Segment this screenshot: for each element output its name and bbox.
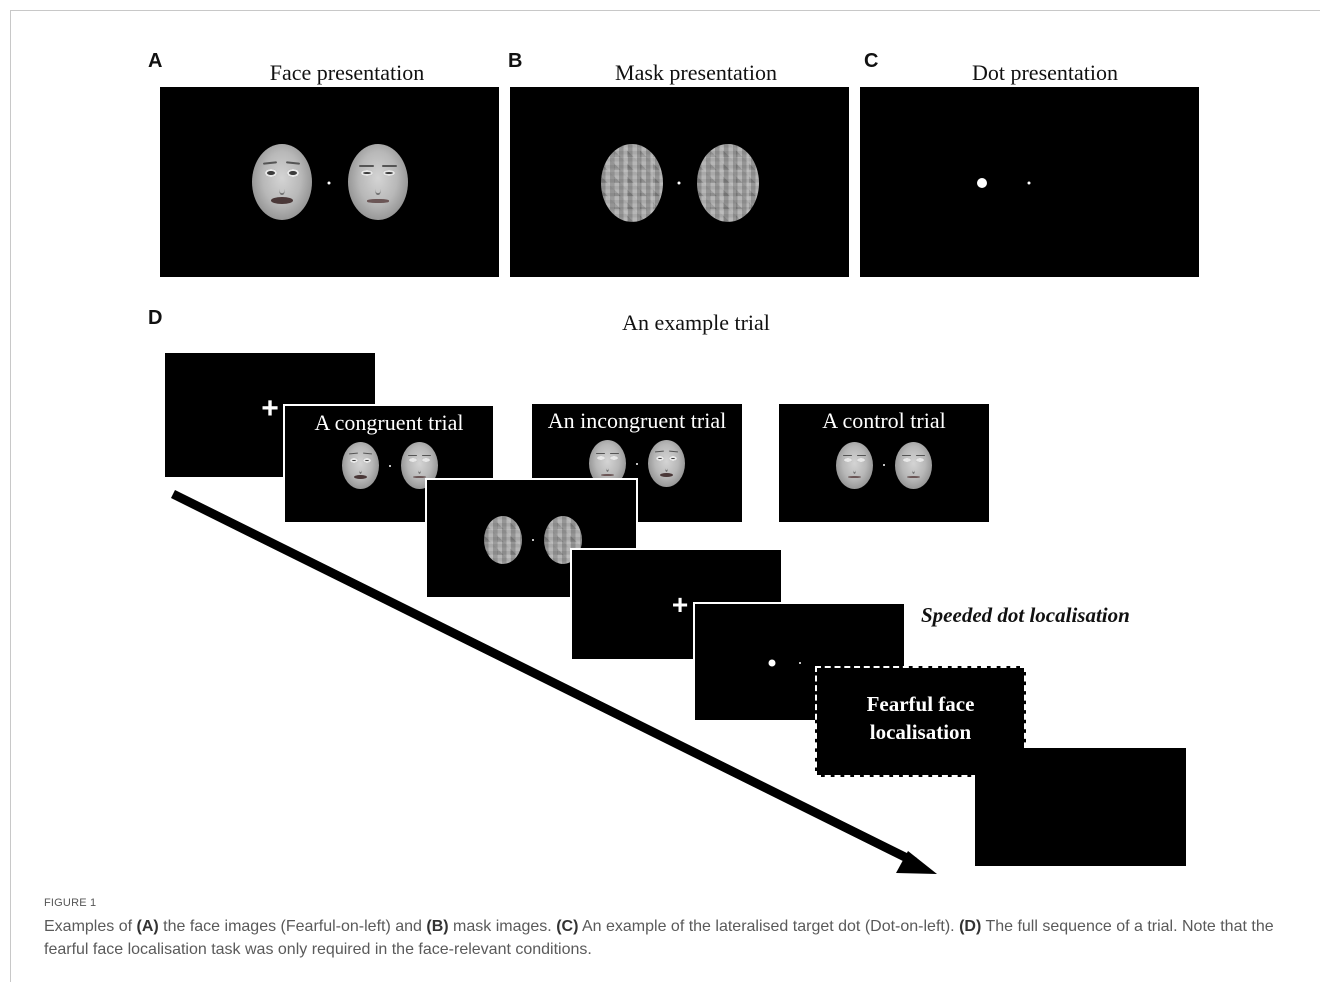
target-dot — [768, 659, 776, 667]
face-presentation-screen — [160, 87, 499, 277]
congruent-trial-screen: A congruent trial — [283, 404, 495, 524]
fearful-face — [342, 442, 379, 489]
panel-c-letter: C — [864, 50, 879, 72]
panel-d-title: An example trial — [622, 310, 770, 335]
fearful-label-line-2: localisation — [869, 720, 972, 744]
control-trial-screen: A control trial — [779, 404, 989, 522]
fixation-point — [1027, 181, 1031, 185]
fearful-face-localisation-label: Fearful face localisation — [817, 690, 1024, 746]
dot-presentation-screen — [860, 87, 1199, 277]
mask-image-right — [697, 144, 759, 222]
panel-b-title: Mask presentation — [615, 60, 777, 85]
figure-caption: Examples of (A) the face images (Fearful… — [44, 918, 1274, 958]
figure-label: FIGURE 1 — [44, 897, 97, 909]
control-trial-label: A control trial — [822, 408, 946, 433]
fixation-cross: + — [671, 589, 689, 620]
fixation-point — [883, 464, 885, 466]
panel-b-letter: B — [508, 50, 523, 72]
fearful-label-line-1: Fearful face — [866, 692, 975, 716]
fearful-face — [648, 440, 685, 487]
neutral-face — [895, 442, 932, 489]
fixation-cross: + — [261, 392, 279, 425]
target-dot — [977, 178, 987, 188]
speeded-dot-localisation-label: Speeded dot localisation — [921, 603, 1130, 627]
mask-presentation-screen — [510, 87, 849, 277]
fixation-point — [677, 181, 681, 185]
fixation-point — [389, 465, 391, 467]
figure-frame — [10, 10, 1320, 982]
neutral-face — [348, 144, 408, 220]
fixation-point — [327, 181, 331, 185]
blank-screen — [975, 748, 1186, 866]
panel-a-letter: A — [148, 50, 163, 72]
mask-image-left — [484, 516, 522, 564]
fearful-face — [252, 144, 312, 220]
panel-d-letter: D — [148, 307, 163, 329]
incongruent-trial-label: An incongruent trial — [547, 408, 727, 433]
mask-image-left — [601, 144, 663, 222]
congruent-trial-label: A congruent trial — [314, 410, 464, 435]
panel-c-title: Dot presentation — [971, 60, 1119, 85]
fixation-point — [799, 662, 801, 664]
neutral-face — [836, 442, 873, 489]
panel-a-title: Face presentation — [269, 60, 425, 85]
fixation-point — [636, 463, 638, 465]
fixation-point — [532, 539, 534, 541]
